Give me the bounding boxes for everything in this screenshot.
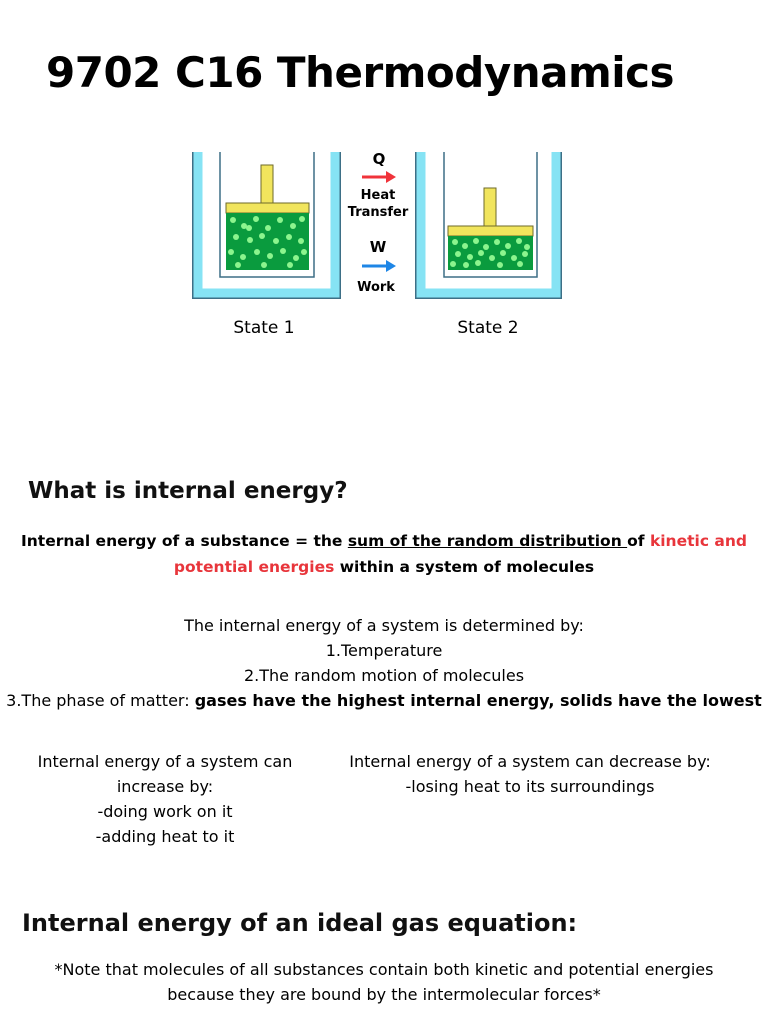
heat-arrow xyxy=(362,171,396,183)
state1-label: State 1 xyxy=(233,318,294,338)
definition-end: within a system of molecules xyxy=(334,558,595,576)
note-block: *Note that molecules of all substances c… xyxy=(0,957,768,1007)
state1-container xyxy=(192,152,341,299)
increase-item1: -doing work on it xyxy=(97,802,233,821)
determined-item-1: 1.Temperature xyxy=(325,641,443,660)
increase-item2: -adding heat to it xyxy=(95,827,235,846)
note-line1: *Note that molecules of all substances c… xyxy=(54,960,714,979)
determined-item-2: 2.The random motion of molecules xyxy=(243,666,525,685)
increase-line1: Internal energy of a system can xyxy=(37,752,293,771)
section-heading-internal-energy: What is internal energy? xyxy=(28,478,348,504)
internal-energy-definition: Internal energy of a substance = the sum… xyxy=(0,528,768,580)
state2-container xyxy=(415,152,562,299)
state2-particles xyxy=(450,238,530,268)
definition-line1: Internal energy of a substance = the sum… xyxy=(0,528,768,554)
state1-particles xyxy=(228,216,307,268)
definition-text: Internal energy of a substance = the xyxy=(20,532,348,550)
increase-line2: increase by: xyxy=(116,777,214,796)
section-heading-ideal-gas: Internal energy of an ideal gas equation… xyxy=(22,909,578,937)
increase-column: Internal energy of a system can increase… xyxy=(20,749,310,849)
decrease-item1: -losing heat to its surroundings xyxy=(405,777,655,796)
note-line2: because they are bound by the intermolec… xyxy=(167,985,601,1004)
definition-underlined: sum of the random distribution xyxy=(347,532,628,550)
decrease-column: Internal energy of a system can decrease… xyxy=(330,749,730,799)
definition-line2: potential energies within a system of mo… xyxy=(0,554,768,580)
item3-bold: gases have the highest internal energy, … xyxy=(194,691,762,710)
thermodynamics-diagram: Q Heat Transfer W Work State 1 State 2 xyxy=(192,150,562,338)
state2-label: State 2 xyxy=(457,318,518,338)
w-label: W xyxy=(370,238,387,256)
definition-red-potential: potential energies xyxy=(173,558,335,576)
state1-gas xyxy=(226,213,309,270)
work-label: Work xyxy=(357,280,395,295)
state1-piston-rod xyxy=(260,164,274,206)
definition-red-kinetic: kinetic and xyxy=(649,532,748,550)
determined-intro: The internal energy of a system is deter… xyxy=(184,616,584,635)
determined-by-block: The internal energy of a system is deter… xyxy=(0,613,768,713)
page-title: 9702 C16 Thermodynamics xyxy=(46,48,675,97)
heat-label-line2: Transfer xyxy=(348,205,409,220)
work-arrow xyxy=(362,260,396,272)
state2-piston-rod xyxy=(483,187,497,227)
item3-prefix: 3.The phase of matter: xyxy=(6,691,195,710)
decrease-line1: Internal energy of a system can decrease… xyxy=(349,752,711,771)
q-label: Q xyxy=(373,150,386,168)
state1-piston xyxy=(225,202,310,214)
state2-piston xyxy=(447,225,534,237)
heat-label-line1: Heat xyxy=(361,188,396,203)
definition-of: of xyxy=(627,532,650,550)
determined-item-3: 3.The phase of matter: gases have the hi… xyxy=(0,688,768,713)
